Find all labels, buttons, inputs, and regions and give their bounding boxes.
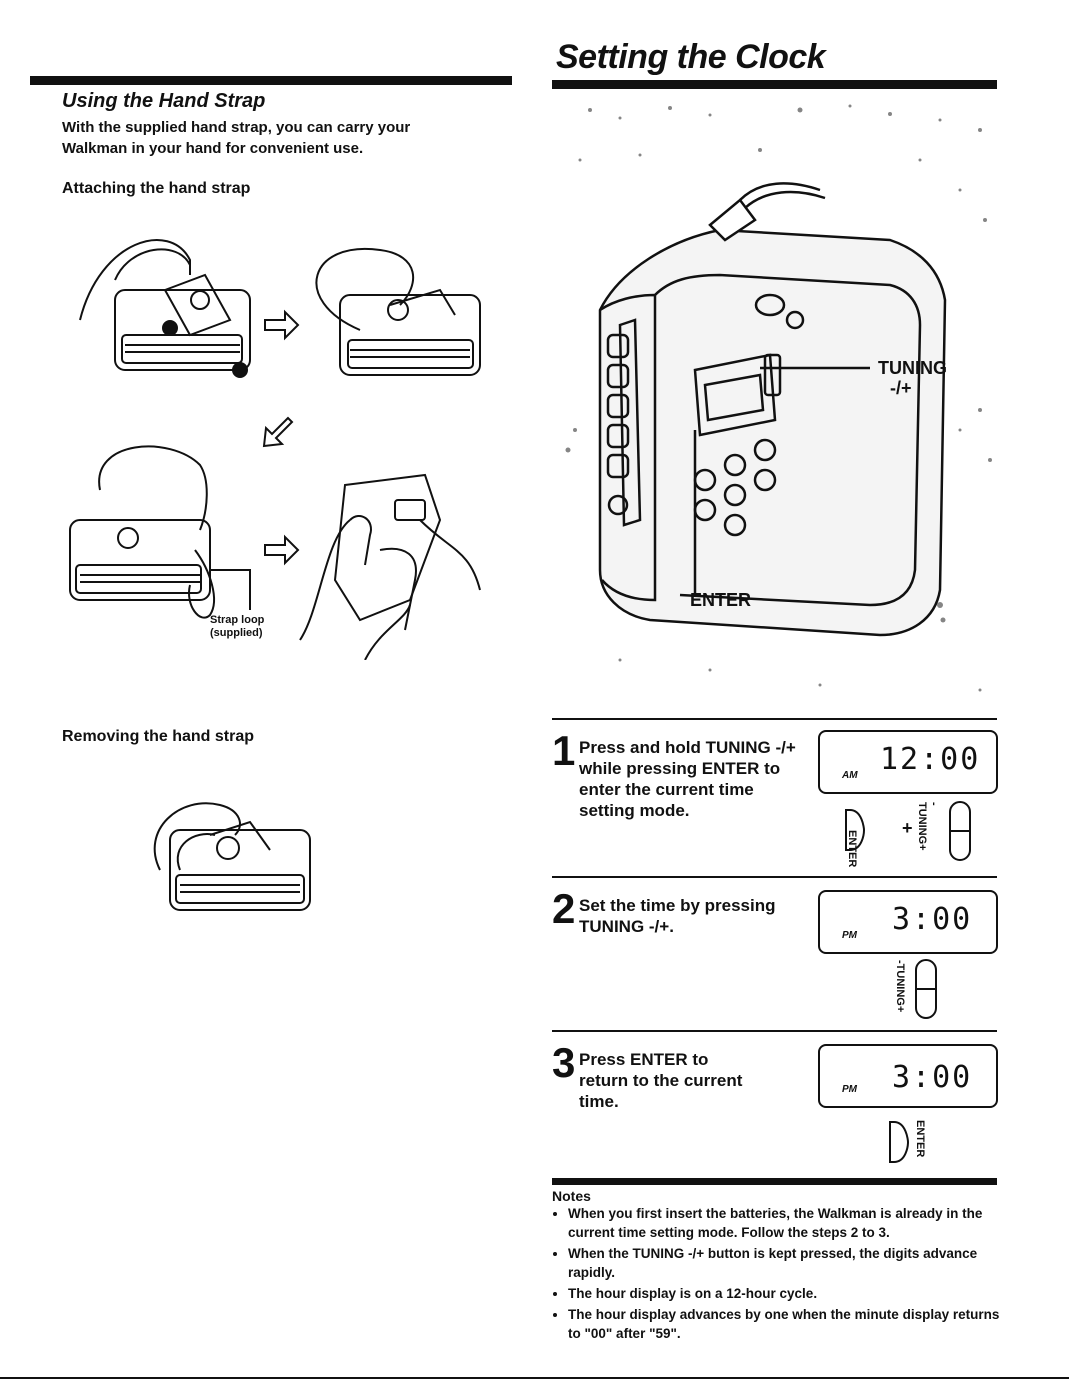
attaching-heading: Attaching the hand strap [62, 180, 251, 197]
step1-time: 12:00 [880, 742, 981, 777]
step3-button-row: ENTER [886, 1118, 946, 1170]
page-title: Setting the Clock [556, 38, 826, 76]
strap-loop-label-text: Strap loop [210, 614, 265, 626]
tuning-callout-sign: -/+ [890, 378, 912, 398]
tuning-button-label: -TUNING+ [916, 802, 940, 851]
note-item: The hour display is on a 12-hour cycle. [568, 1284, 1008, 1303]
walkman-front-illustration [565, 104, 992, 692]
step3-text: Press ENTER to return to the current tim… [579, 1050, 743, 1111]
note-item: When the TUNING -/+ button is kept press… [568, 1244, 1008, 1282]
note-item: When you first insert the batteries, the… [568, 1204, 1008, 1242]
enter-button-label: ENTER [846, 830, 858, 868]
attaching-illustration [69, 239, 481, 660]
removing-illustration [153, 802, 311, 911]
notes-list: When you first insert the batteries, the… [552, 1204, 1008, 1345]
arrow-right-2 [264, 534, 300, 566]
step2-tuning-button-icon [915, 959, 937, 1019]
walkman-strap-step1 [79, 239, 251, 378]
step2-indicator: PM [842, 930, 857, 941]
step3-lcd-display: PM 3:00 [818, 1044, 998, 1108]
enter-callout: ENTER [690, 590, 752, 610]
left-top-rule [30, 76, 512, 85]
step3-enter-button-icon [889, 1121, 910, 1163]
strap-loop-supplied-text: (supplied) [210, 627, 263, 639]
arrow-right-1 [264, 309, 300, 341]
step1-button-row: ENTER + -TUNING+ [840, 800, 990, 868]
step1-top-rule [552, 718, 997, 720]
step3-number: 3 [552, 1039, 576, 1086]
notes-heading: Notes [552, 1188, 591, 1204]
speckle-background [565, 104, 992, 692]
plus-sign: + [902, 818, 913, 838]
section-title-hand-strap: Using the Hand Strap [62, 90, 266, 112]
step1-number: 1 [552, 727, 576, 774]
enter-button-icon [845, 809, 866, 851]
arrow-down-left [262, 416, 294, 448]
step3-indicator: PM [842, 1084, 857, 1095]
walkman-body [598, 182, 947, 637]
step1-lcd-display: AM 12:00 [818, 730, 998, 794]
step2-button-row: -TUNING+ [880, 958, 960, 1022]
strap-loop-label: Strap loop (supplied) [210, 614, 264, 640]
step1-text: Press and hold TUNING -/+ while pressing… [579, 738, 796, 820]
note-item: The hour display advances by one when th… [568, 1305, 1008, 1343]
tuning-callout: TUNING -/+ [878, 358, 947, 398]
walkman-strap-step3 [69, 445, 251, 619]
walkman-in-hand [299, 473, 481, 660]
step1-indicator: AM [842, 770, 858, 781]
notes-top-rule [552, 1178, 997, 1185]
step2-time: 3:00 [892, 902, 973, 937]
walkman-strap-step2 [315, 247, 481, 376]
step2-text: Set the time by pressing TUNING -/+. [579, 896, 776, 936]
removing-heading: Removing the hand strap [62, 728, 255, 745]
step2-tuning-button-label: -TUNING+ [894, 960, 906, 1013]
step3-time: 3:00 [892, 1060, 973, 1095]
step2-lcd-display: PM 3:00 [818, 890, 998, 954]
step2-number: 2 [552, 885, 576, 932]
step3-top-rule [552, 1030, 997, 1032]
page-bottom-rule [0, 1377, 1069, 1379]
step3-enter-button-label: ENTER [914, 1120, 926, 1158]
tuning-callout-text: TUNING [878, 358, 947, 378]
right-title-rule [552, 80, 997, 89]
tuning-button-icon [949, 801, 971, 861]
step2-top-rule [552, 876, 997, 878]
intro-text: With the supplied hand strap, you can ca… [62, 119, 411, 157]
